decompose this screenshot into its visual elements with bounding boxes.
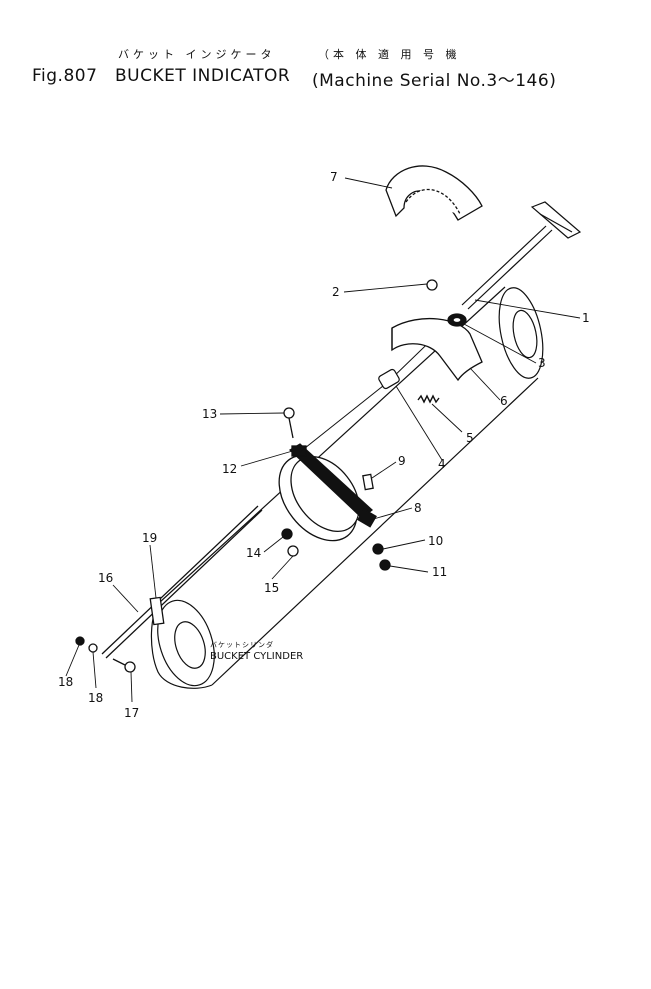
callout-12: 12 — [222, 462, 237, 476]
serial-range: (Machine Serial No.3～146) — [312, 71, 557, 91]
callout-18-left: 18 — [58, 675, 73, 689]
callout-1: 1 — [582, 311, 590, 325]
callout-14: 14 — [246, 546, 261, 560]
callout-13: 13 — [202, 407, 217, 421]
callout-7: 7 — [330, 170, 338, 184]
clip-block — [378, 368, 400, 390]
leader-lines — [65, 177, 581, 703]
scale-plate — [385, 165, 483, 221]
clamp-band — [278, 443, 377, 542]
indicator-rod — [461, 201, 582, 310]
cylinder-body — [150, 286, 544, 689]
callout-11: 11 — [432, 565, 447, 579]
callout-8: 8 — [414, 501, 422, 515]
figure-header: バケット インジケータ （本 体 適 用 号 機 Fig.807 BUCKET … — [0, 0, 651, 100]
callout-18-right: 18 — [88, 691, 103, 705]
callout-10: 10 — [428, 534, 443, 548]
callout-6: 6 — [500, 394, 508, 408]
callout-16: 16 — [98, 571, 113, 585]
link-rod — [101, 505, 263, 659]
callout-2: 2 — [332, 285, 340, 299]
hardware — [75, 279, 467, 673]
callout-17: 17 — [124, 706, 139, 720]
callout-15: 15 — [264, 581, 279, 595]
figure-number: Fig.807 — [32, 66, 98, 86]
callout-19: 19 — [142, 531, 157, 545]
title-japanese: バケット インジケータ — [118, 48, 276, 61]
serial-japanese: （本 体 適 用 号 機 — [318, 48, 461, 61]
callout-3: 3 — [538, 356, 546, 370]
spring — [417, 394, 440, 404]
cover-plate — [391, 317, 483, 382]
cylinder-label: BUCKET CYLINDER — [210, 651, 303, 662]
callout-4: 4 — [438, 457, 446, 471]
cylinder-label-japanese: バケットシリンダ — [210, 640, 274, 649]
figure-title: BUCKET INDICATOR — [115, 66, 291, 86]
callout-5: 5 — [466, 431, 474, 445]
callout-9: 9 — [398, 454, 406, 468]
callout-numbers: 7 2 1 3 6 5 4 13 12 9 8 10 11 14 15 16 1… — [58, 170, 590, 720]
